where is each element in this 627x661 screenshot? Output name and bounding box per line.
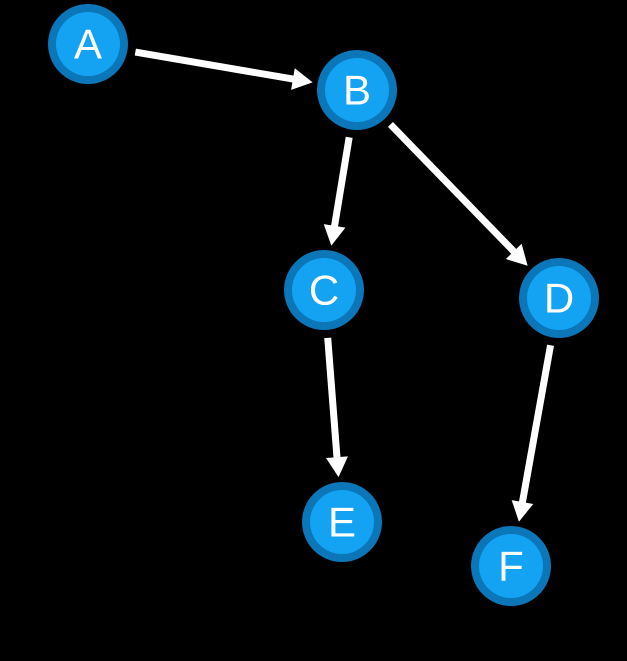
arrowhead-icon bbox=[511, 500, 534, 522]
node-A[interactable]: A bbox=[48, 4, 128, 84]
node-E[interactable]: E bbox=[302, 482, 382, 562]
edge-B-D bbox=[387, 121, 528, 266]
arrowhead-icon bbox=[323, 224, 346, 246]
edge-D-F bbox=[511, 344, 554, 522]
node-C[interactable]: C bbox=[284, 250, 364, 330]
edge-A-B bbox=[134, 48, 313, 90]
node-B[interactable]: B bbox=[317, 50, 397, 130]
node-F[interactable]: F bbox=[471, 526, 551, 606]
edge-B-C bbox=[323, 136, 353, 246]
arrowhead-icon bbox=[291, 68, 313, 90]
edge-C-E bbox=[324, 337, 348, 478]
arrowhead-icon bbox=[326, 456, 348, 478]
arrowhead-icon bbox=[505, 243, 528, 266]
node-D[interactable]: D bbox=[519, 258, 599, 338]
